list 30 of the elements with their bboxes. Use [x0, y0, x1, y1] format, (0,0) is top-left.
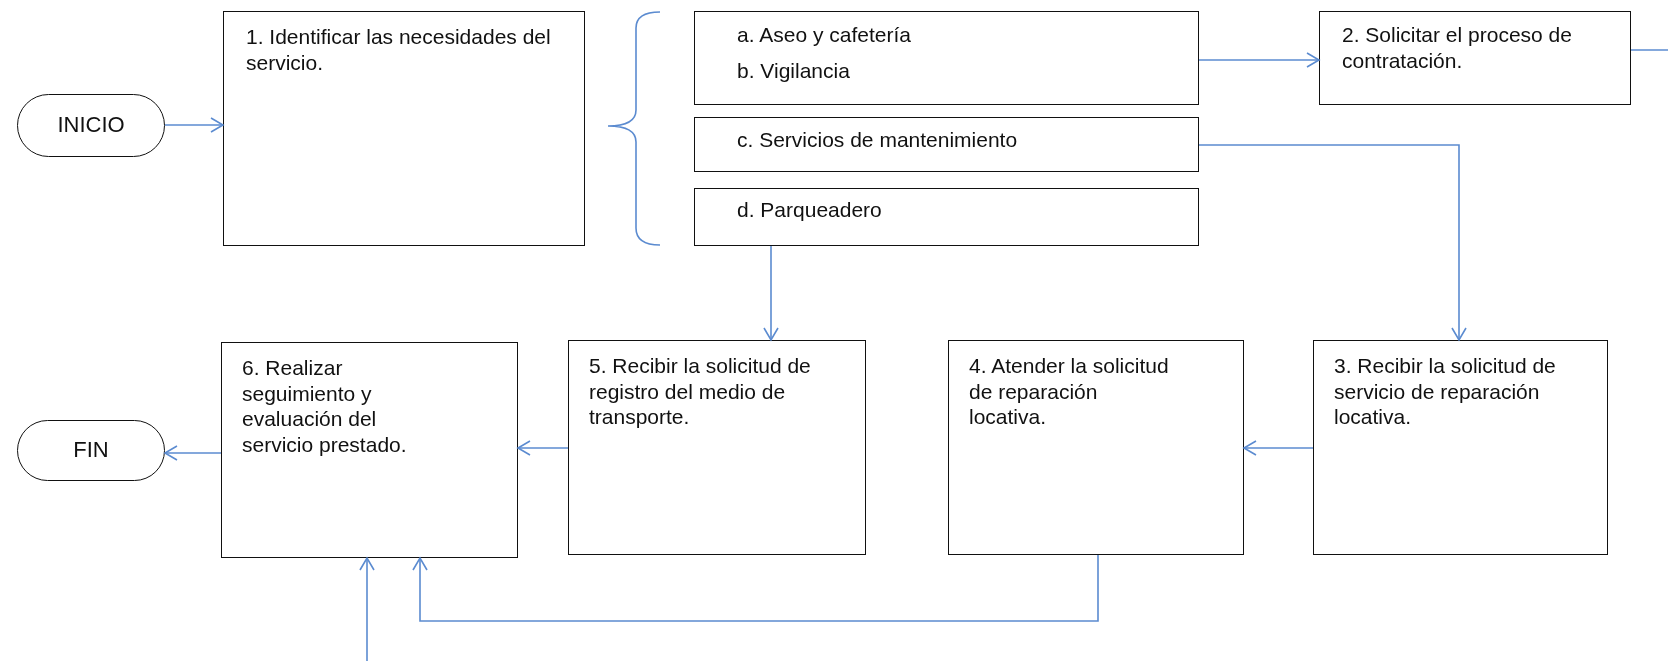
arrow — [412, 554, 1099, 622]
arrow — [1198, 52, 1320, 68]
arrow — [164, 445, 222, 461]
process-box — [694, 188, 1199, 246]
process-box — [694, 11, 1199, 105]
node-text: 3. Recibir la solicitud de servicio de reparación locativa. — [1334, 353, 1557, 430]
node-text: d. Parqueadero — [737, 197, 883, 223]
node-text: b. Vigilancia — [737, 57, 851, 84]
process-box — [948, 340, 1244, 555]
node-text: 5. Recibir la solicitud de registro del medio de transporte. — [589, 353, 812, 430]
node-text: 2. Solicitar el proceso de contratación. — [1342, 22, 1573, 74]
process-box — [694, 117, 1199, 172]
node-text: c. Servicios de mantenimiento — [737, 127, 1019, 153]
process-box — [223, 11, 585, 246]
arrow — [1243, 440, 1314, 456]
node-text: 4. Atender la solicitud de reparación locativa. — [969, 353, 1169, 430]
arrow — [517, 440, 569, 456]
node-text: 6. Realizar seguimiento y evaluación del servicio prestado. — [242, 355, 408, 458]
node-text: FIN — [73, 437, 109, 464]
process-box — [1313, 340, 1608, 555]
process-box — [221, 342, 518, 558]
node-text: a. Aseo y cafetería — [737, 22, 912, 48]
node-text: 1. Identificar las necesidades del servicio. — [246, 24, 552, 76]
process-box — [1319, 11, 1631, 105]
node-text: INICIO — [57, 112, 125, 139]
arrow — [1198, 144, 1467, 341]
arrow — [359, 557, 375, 661]
process-box — [568, 340, 866, 555]
arrow — [164, 117, 224, 133]
arrow — [763, 245, 779, 341]
